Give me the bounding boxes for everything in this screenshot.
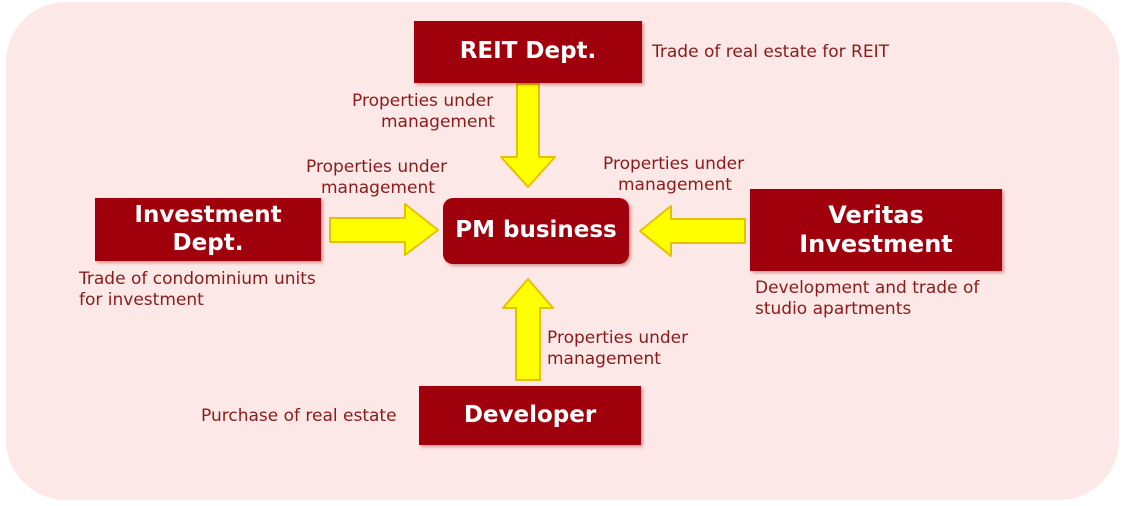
veritas-description-line1: Development and trade of xyxy=(755,278,980,298)
veritas-label-line2: Investment xyxy=(799,230,953,258)
arrow-from-reit xyxy=(500,83,556,188)
pm-business-box: PM business xyxy=(443,198,629,264)
arrow-from-investment xyxy=(329,203,439,256)
investment-dept-box: Investment Dept. xyxy=(95,198,321,261)
flow-investment-label-line1: Properties under xyxy=(306,157,448,177)
arrow-from-veritas xyxy=(639,205,746,257)
flow-developer-label-line2: management xyxy=(547,349,661,369)
reit-dept-label: REIT Dept. xyxy=(459,38,597,65)
veritas-description-line2: studio apartments xyxy=(755,299,912,319)
flow-veritas-label-line1: Properties under xyxy=(603,154,745,174)
veritas-investment-box: Veritas Investment xyxy=(750,189,1002,271)
developer-description: Purchase of real estate xyxy=(201,406,397,426)
investment-dept-label-line1: Investment xyxy=(134,201,282,228)
investment-description-line2: for investment xyxy=(79,290,204,310)
investment-description-line1: Trade of condominium units xyxy=(79,269,316,289)
reit-description: Trade of real estate for REIT xyxy=(652,42,890,62)
flow-developer-label-line1: Properties under xyxy=(547,328,689,348)
developer-box: Developer xyxy=(419,386,641,445)
flow-veritas-label-line2: management xyxy=(618,175,732,195)
investment-dept-label-line2: Dept. xyxy=(172,229,244,256)
flow-investment-label-line2: management xyxy=(321,178,435,198)
reit-dept-box: REIT Dept. xyxy=(414,21,642,83)
flow-reit-label-line1: Properties under xyxy=(352,91,494,111)
developer-label: Developer xyxy=(463,401,597,428)
flow-reit-label-line2: management xyxy=(381,112,495,132)
arrow-from-developer xyxy=(502,278,554,381)
veritas-label-line1: Veritas xyxy=(828,201,924,230)
pm-business-label: PM business xyxy=(455,217,617,244)
